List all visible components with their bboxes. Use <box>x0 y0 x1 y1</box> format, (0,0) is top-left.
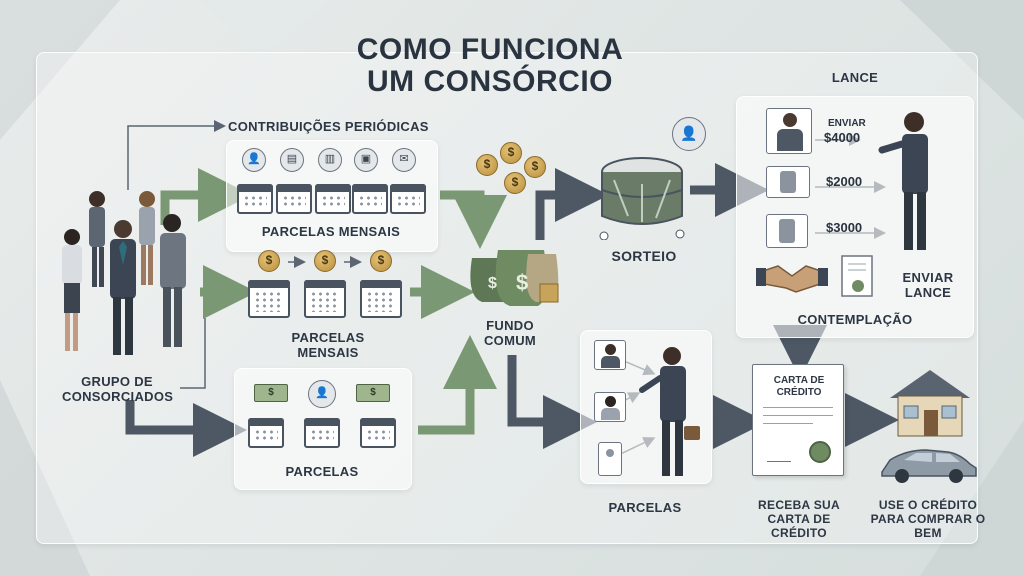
group-label: GRUPO DE CONSORCIADOS <box>62 374 174 404</box>
lottery-drum-icon <box>599 157 685 240</box>
money-bags-icon: $ $ <box>470 250 559 306</box>
certificate-icon <box>841 255 873 297</box>
chart-circle-icon: ▥ <box>318 148 342 172</box>
person-icon <box>89 191 105 287</box>
tablet-icon <box>766 214 808 248</box>
enviar-small-label: ENVIAR <box>828 118 866 129</box>
svg-text:$: $ <box>488 275 497 292</box>
bid-amount-1: $4000 <box>824 130 861 145</box>
person-icon <box>110 220 136 355</box>
dollar-coin-icon: $ <box>258 250 280 272</box>
document-circle-icon: ▤ <box>280 148 304 172</box>
parcelas-mensais-label-1: PARCELAS MENSAIS <box>261 224 401 239</box>
parcelas-label-1: PARCELAS <box>285 464 359 479</box>
dollar-coin-icon: $ <box>370 250 392 272</box>
person-icon <box>139 191 155 285</box>
contemplacao-label: CONTEMPLAÇÃO <box>797 312 913 327</box>
presenter-person-icon <box>878 112 928 250</box>
dollar-coin-icon: $ <box>524 156 546 178</box>
calendar-icon <box>304 280 346 318</box>
laptop-icon <box>766 166 810 198</box>
businessman-icon <box>639 347 700 476</box>
money-bill-icon: $ <box>254 384 288 402</box>
handshake-icon <box>756 265 828 293</box>
calendar-icon <box>315 184 351 214</box>
dollar-coin-icon: $ <box>500 142 522 164</box>
use-credito-label: USE O CRÉDITO PARA COMPRAR O BEM <box>870 498 986 540</box>
calendar-icon <box>237 184 273 214</box>
calendar-icon <box>352 184 388 214</box>
person-circle-icon: 👤 <box>242 148 266 172</box>
person-card-icon <box>594 392 626 422</box>
person-card-icon <box>766 108 812 154</box>
person-icon <box>62 229 82 351</box>
lance-title: LANCE <box>831 70 879 85</box>
page-title: COMO FUNCIONA UM CONSÓRCIO <box>300 34 680 98</box>
receba-label: RECEBA SUA CARTA DE CRÉDITO <box>758 498 840 540</box>
mail-circle-icon: ✉ <box>392 148 416 172</box>
calendar-icon <box>390 184 426 214</box>
sorteio-label: SORTEIO <box>611 248 677 264</box>
calendar-icon <box>360 280 402 318</box>
dollar-coin-icon: $ <box>314 250 336 272</box>
person-circle-icon: 👤 <box>308 380 336 408</box>
credit-letter-title: CARTA DE CRÉDITO <box>773 375 825 398</box>
bid-amount-2: $2000 <box>826 174 863 189</box>
credit-letter-document: CARTA DE CRÉDITO <box>752 364 844 476</box>
person-card-icon <box>594 340 626 370</box>
title-line-1: COMO FUNCIONA <box>356 33 624 66</box>
contributions-label: CONTRIBUIÇÕES PERIÓDICAS <box>228 119 429 134</box>
title-line-2: UM CONSÓRCIO <box>367 65 613 98</box>
car-icon <box>881 449 977 483</box>
phone-icon <box>598 442 622 476</box>
calendar-icon <box>360 418 396 448</box>
svg-text:$: $ <box>516 270 528 295</box>
fundo-comum-label: FUNDO COMUM <box>483 318 537 348</box>
bid-amount-3: $3000 <box>826 220 863 235</box>
people-group-illustration <box>62 191 186 355</box>
dollar-coin-icon: $ <box>476 154 498 176</box>
clipboard-circle-icon: ▣ <box>354 148 378 172</box>
person-icon <box>160 214 186 347</box>
person-circle-icon: 👤 <box>672 117 706 151</box>
calendar-icon <box>248 280 290 318</box>
calendar-icon <box>276 184 312 214</box>
dollar-coin-icon: $ <box>504 172 526 194</box>
parcelas-label-2: PARCELAS <box>608 500 682 515</box>
calendar-icon <box>304 418 340 448</box>
money-bill-icon: $ <box>356 384 390 402</box>
enviar-lance-label: ENVIAR LANCE <box>902 270 954 300</box>
parcelas-mensais-label-2: PARCELAS MENSAIS <box>291 330 365 360</box>
calendar-icon <box>248 418 284 448</box>
house-icon <box>890 370 970 437</box>
seal-icon <box>809 441 831 463</box>
